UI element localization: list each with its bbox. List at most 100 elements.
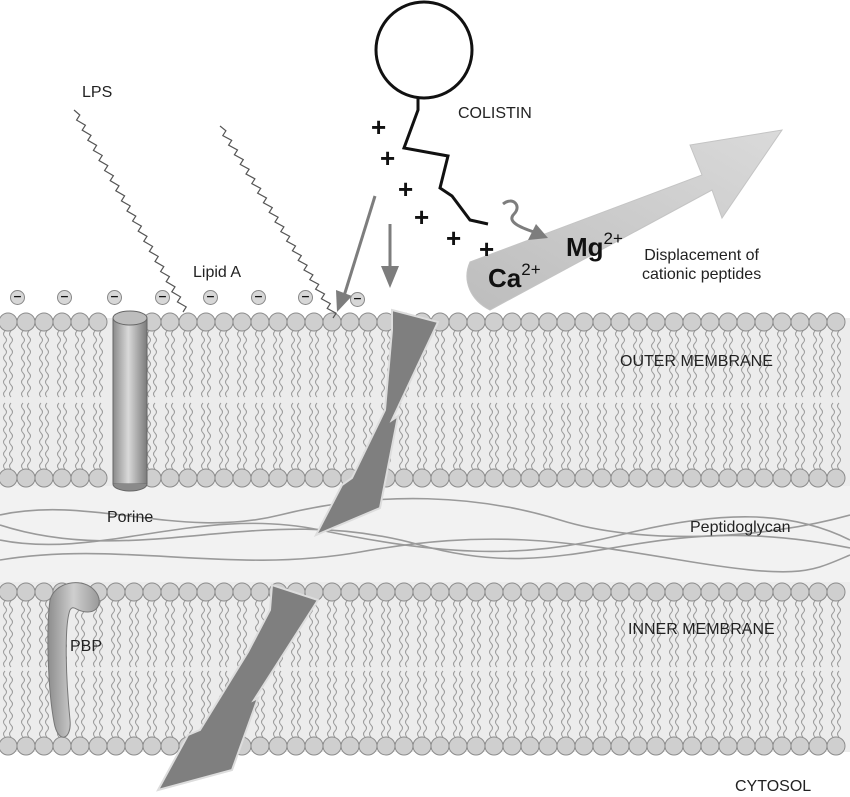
lipid-head — [448, 312, 468, 332]
squiggle-arrow — [502, 199, 535, 234]
lipid-head — [412, 582, 432, 602]
lipid-head — [718, 736, 738, 756]
lipid-head — [808, 468, 828, 488]
lipid-head — [682, 312, 702, 332]
lipid-tail — [39, 330, 43, 398]
lipid-tail — [813, 670, 817, 738]
lipid-tail — [423, 600, 427, 668]
lipid-tail — [237, 330, 241, 398]
lipid-head — [466, 736, 486, 756]
lipid-head — [214, 582, 234, 602]
lipid-head — [232, 312, 252, 332]
lipid-head — [538, 312, 558, 332]
lipid-head — [556, 468, 576, 488]
lipid-tail — [759, 402, 763, 470]
lipid-tail — [315, 600, 319, 668]
colistin-ring — [374, 0, 474, 100]
negative-charge: − — [298, 290, 313, 305]
lipid-tail — [513, 330, 517, 398]
lipid-head — [466, 312, 486, 332]
lipid-tail — [279, 402, 283, 470]
lipid-head — [502, 582, 522, 602]
lipid-head — [736, 312, 756, 332]
lipid-tail — [495, 402, 499, 470]
lipid-tail — [531, 330, 535, 398]
ca-symbol: Ca — [488, 263, 522, 293]
ca-ion: Ca2+ — [488, 261, 541, 293]
lipid-tail — [711, 402, 715, 470]
lipid-head — [610, 312, 630, 332]
lipid-head — [250, 736, 270, 756]
lipid-tail — [585, 670, 589, 738]
lipid-head — [808, 312, 828, 332]
lipid-tail — [183, 600, 187, 668]
lipid-tail — [657, 600, 661, 668]
lipid-tail — [453, 600, 457, 668]
lipid-head — [538, 582, 558, 602]
lipid-tail — [729, 330, 733, 398]
lipid-head — [520, 582, 540, 602]
lipid-head — [16, 736, 36, 756]
lipid-head — [718, 468, 738, 488]
lipid-head — [664, 312, 684, 332]
lipid-tail — [543, 670, 547, 738]
lipid-tail — [417, 600, 421, 668]
lipid-tail — [309, 402, 313, 470]
lipid-tail — [297, 330, 301, 398]
lipid-tail — [387, 600, 391, 668]
lipid-tail — [669, 330, 673, 398]
lipid-tail — [513, 402, 517, 470]
lipid-head — [160, 468, 180, 488]
lipid-tail — [765, 402, 769, 470]
lipid-tail — [813, 330, 817, 398]
lipid-tail — [693, 402, 697, 470]
lipid-tail — [603, 600, 607, 668]
lipid-head — [340, 312, 360, 332]
lipid-head — [160, 582, 180, 602]
lipid-head — [520, 468, 540, 488]
lipid-tail — [441, 402, 445, 470]
lipid-tail — [525, 600, 529, 668]
lipid-tail — [819, 670, 823, 738]
lipid-tail — [621, 600, 625, 668]
lipid-head — [754, 582, 774, 602]
lipid-tail — [549, 330, 553, 398]
lipid-head — [88, 468, 108, 488]
lipid-tail — [507, 600, 511, 668]
cytosol-label: CYTOSOL — [735, 778, 812, 795]
lipid-tail — [525, 670, 529, 738]
lipid-head — [88, 312, 108, 332]
lipid-head — [286, 468, 306, 488]
lipid-tail — [207, 402, 211, 470]
lipid-tail — [435, 402, 439, 470]
lipid-head — [592, 468, 612, 488]
lipid-tail — [345, 600, 349, 668]
lipid-head — [34, 736, 54, 756]
lipid-head — [250, 582, 270, 602]
lipid-tail — [75, 600, 79, 668]
lipid-tail — [345, 330, 349, 398]
positive-charge: + — [380, 143, 396, 173]
lipid-head — [214, 312, 234, 332]
lipid-tail — [81, 330, 85, 398]
lipid-tail — [129, 670, 133, 738]
lipid-head — [574, 312, 594, 332]
lipid-tail — [531, 600, 535, 668]
lipid-head — [34, 312, 54, 332]
negative-charge: − — [57, 290, 72, 305]
lipid-head — [304, 312, 324, 332]
lipid-head — [322, 312, 342, 332]
lipid-tail — [99, 670, 103, 738]
lipid-tail — [459, 402, 463, 470]
lipid-head — [718, 312, 738, 332]
lipid-tail — [189, 670, 193, 738]
lipid-tail — [81, 600, 85, 668]
lipid-tail — [777, 600, 781, 668]
lipid-tail — [75, 670, 79, 738]
lipid-tail — [189, 330, 193, 398]
lipid-tail — [477, 402, 481, 470]
lipid-head — [574, 736, 594, 756]
lipid-tail — [183, 670, 187, 738]
lipid-head — [826, 582, 846, 602]
lipid-head — [736, 468, 756, 488]
